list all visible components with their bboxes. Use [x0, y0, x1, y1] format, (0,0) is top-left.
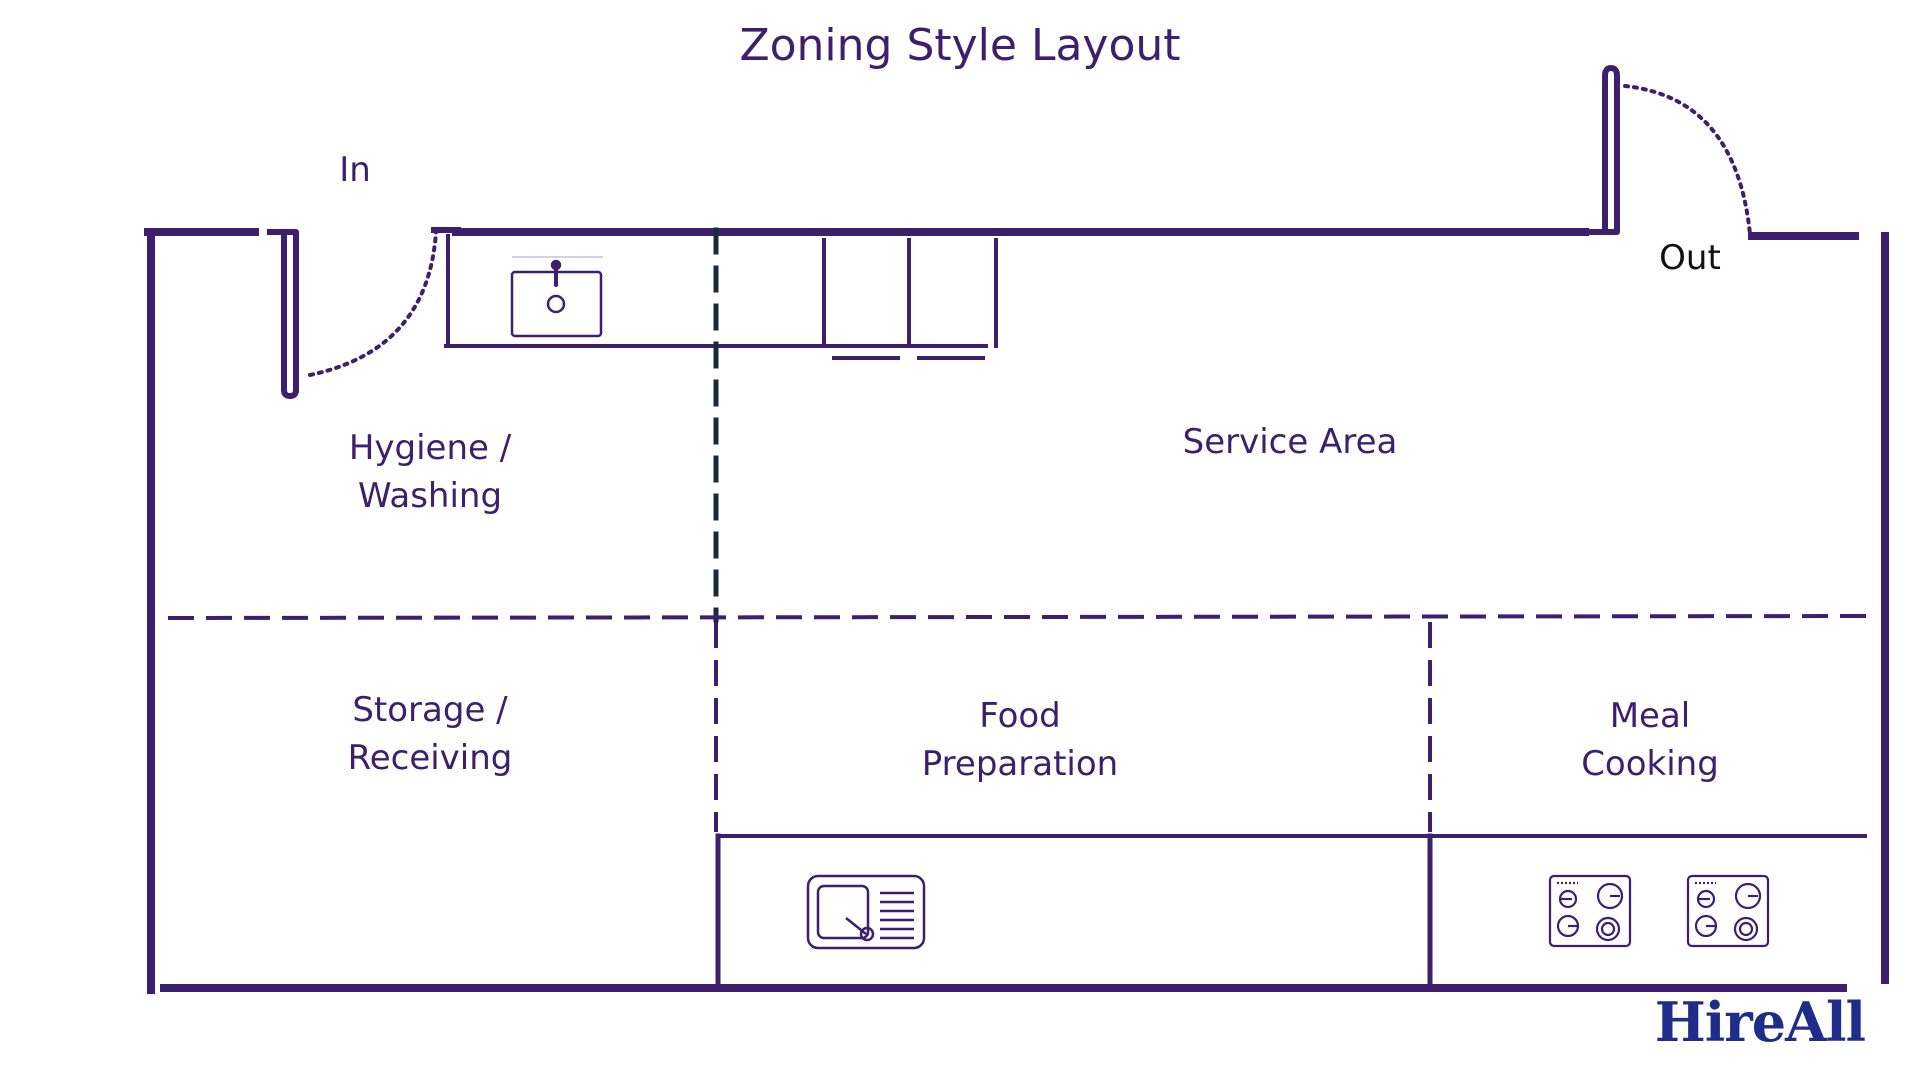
page-title: Zoning Style Layout [739, 20, 1181, 71]
zone-label-line: Service Area [1182, 422, 1398, 462]
door-out-swing [1623, 84, 1752, 236]
sink-icon [510, 256, 603, 338]
door-out-label: Out [1659, 238, 1721, 278]
chopping-board-icon [806, 874, 926, 950]
zone-food-preparation: Food Preparation [880, 692, 1160, 788]
brand-logo: HireAll [1654, 990, 1866, 1054]
door-out-leaf [1582, 65, 1620, 235]
door-in-label: In [339, 150, 371, 190]
zone-label-line: Preparation [921, 744, 1119, 784]
zone-label-line: Cooking [1581, 744, 1719, 784]
stove-icon [1686, 874, 1770, 948]
zone-hygiene-washing: Hygiene / Washing [300, 424, 560, 520]
door-in-leaf [267, 229, 299, 399]
stove-icon [1548, 874, 1632, 948]
zone-storage-receiving: Storage / Receiving [300, 686, 560, 782]
zone-label-line: Meal [1609, 696, 1691, 736]
divider-horizontal [167, 613, 1868, 621]
zone-service-area: Service Area [1140, 418, 1440, 466]
door-in-swing [308, 230, 438, 377]
zone-label-line: Storage / [352, 690, 508, 730]
zone-meal-cooking: Meal Cooking [1530, 692, 1770, 788]
zone-label-line: Food [979, 696, 1061, 736]
zone-label-line: Receiving [347, 738, 513, 778]
zone-label-line: Hygiene / [348, 428, 512, 468]
zone-label-line: Washing [357, 476, 503, 516]
